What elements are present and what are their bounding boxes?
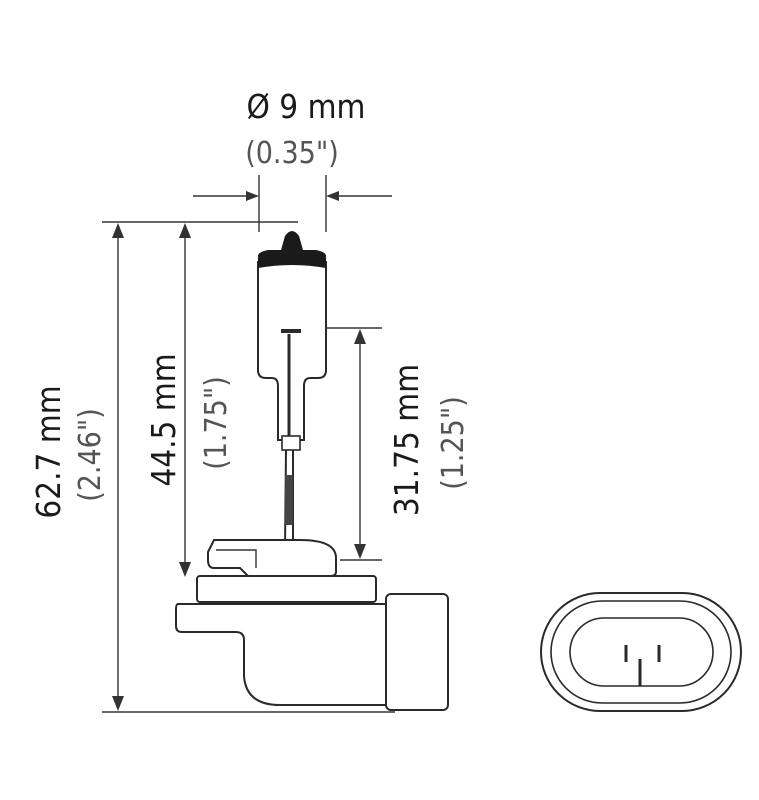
overall-length-dimension: 62.7 mm (2.46") — [29, 221, 395, 713]
overall-length-main-label: 62.7 mm — [29, 385, 68, 518]
light-center-sub-label: (1.25") — [436, 396, 471, 490]
light-center-main-label: 31.75 mm — [387, 364, 426, 516]
diameter-main-label: Ø 9 mm — [247, 87, 366, 126]
light-center-dimension: 31.75 mm (1.25") — [285, 327, 471, 561]
base-to-tip-main-label: 44.5 mm — [144, 353, 183, 486]
base-to-tip-dimension: 44.5 mm (1.75") — [144, 223, 234, 577]
overall-length-sub-label: (2.46") — [73, 408, 108, 502]
bulb-cap — [258, 231, 326, 268]
connector-end-view-icon — [540, 592, 742, 712]
base-to-tip-sub-label: (1.75") — [199, 376, 234, 470]
diameter-dimension: Ø 9 mm (0.35") — [193, 87, 392, 232]
diameter-sub-label: (0.35") — [245, 136, 339, 171]
bulb-side-view-icon — [175, 231, 449, 711]
